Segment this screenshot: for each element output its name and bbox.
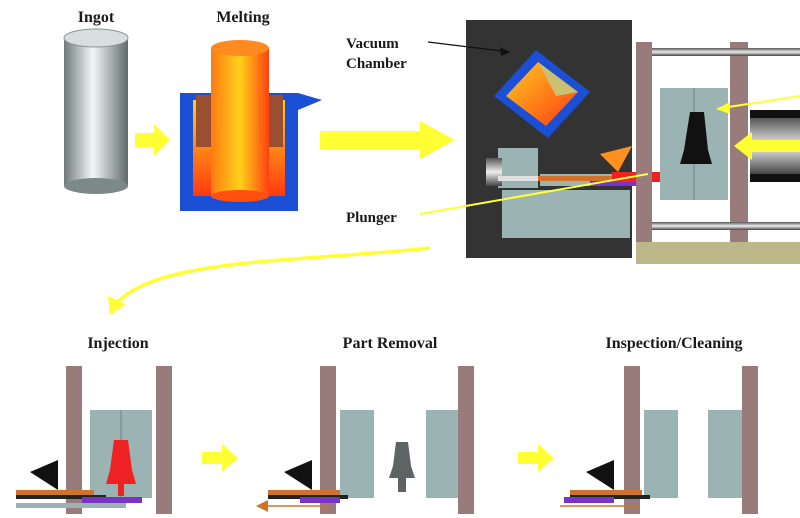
ingot bbox=[63, 28, 129, 194]
arrow-ingot-to-melting bbox=[135, 124, 170, 156]
plunger-pointer bbox=[419, 173, 649, 215]
mold-assembly bbox=[636, 42, 800, 264]
label-plunger: Plunger bbox=[346, 210, 397, 226]
ejected-part bbox=[389, 442, 415, 478]
label-part-removal: Part Removal bbox=[343, 335, 438, 352]
tilting-crucible bbox=[494, 50, 590, 138]
label-melting: Melting bbox=[216, 9, 269, 26]
label-injection: Injection bbox=[87, 335, 148, 352]
arrow-removal-to-inspection bbox=[518, 444, 554, 472]
label-ingot: Ingot bbox=[78, 9, 115, 26]
arrow-clamp bbox=[734, 132, 800, 160]
cast-part bbox=[680, 112, 712, 164]
part-removal-stage bbox=[256, 366, 474, 514]
injection-stage bbox=[16, 366, 172, 514]
arrow-injection-to-removal bbox=[202, 444, 238, 472]
arrow-melting-to-chamber bbox=[320, 121, 455, 159]
melting-crucible bbox=[180, 40, 322, 211]
shot-sleeve bbox=[486, 146, 640, 238]
vacuum-pointer bbox=[427, 41, 511, 53]
label-inspection: Inspection/Cleaning bbox=[606, 335, 743, 352]
inspection-stage bbox=[560, 366, 758, 514]
injected-part bbox=[106, 440, 136, 484]
label-vacuum-line2: Chamber bbox=[346, 56, 407, 72]
label-vacuum-line1: Vacuum bbox=[346, 36, 399, 52]
arrow-to-injection bbox=[116, 246, 431, 304]
